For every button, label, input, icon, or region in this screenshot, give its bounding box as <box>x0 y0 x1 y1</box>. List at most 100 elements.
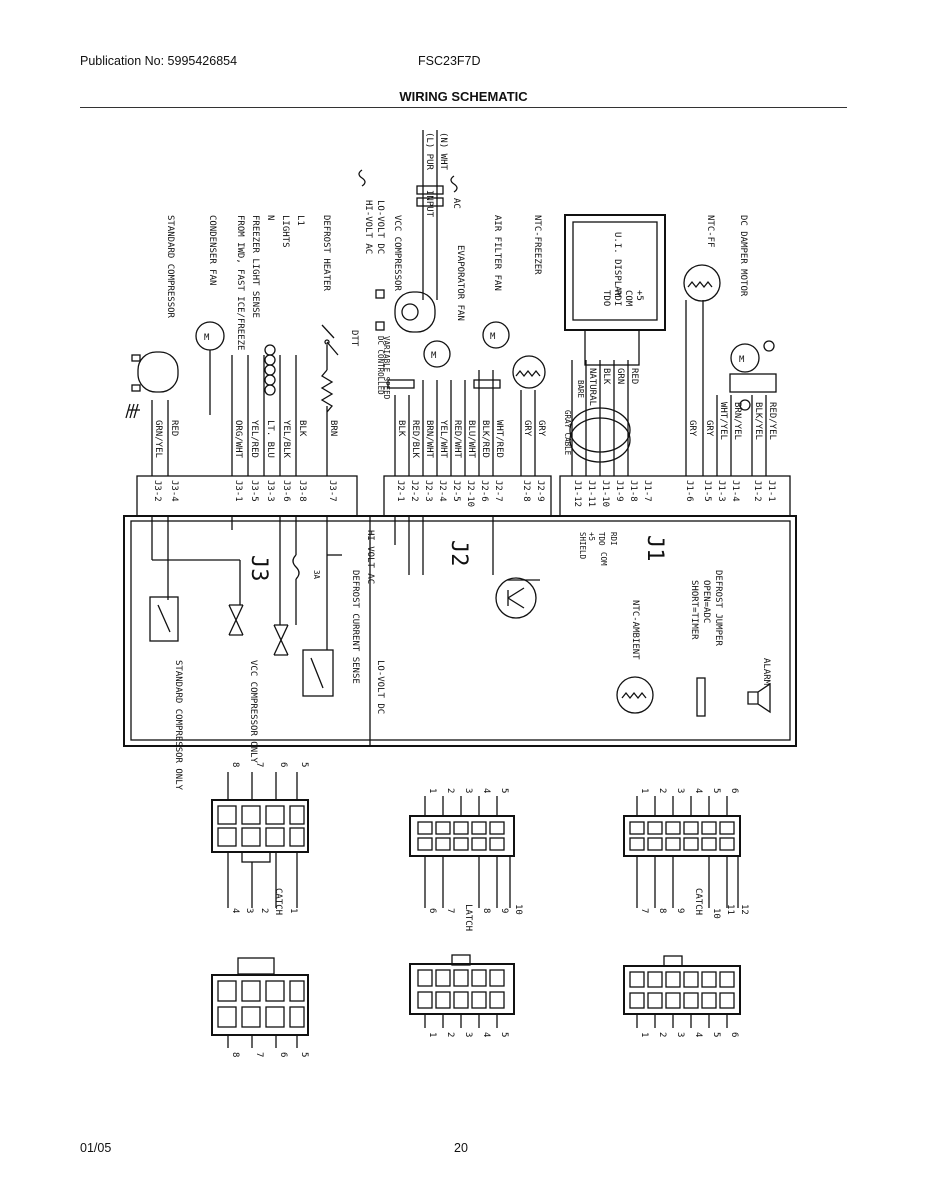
wire-label: BLK <box>396 420 406 437</box>
lights-label: LIGHTS <box>280 215 290 248</box>
svg-text:TDO: TDO <box>597 532 606 546</box>
svg-text:5: 5 <box>499 788 509 793</box>
svg-text:12: 12 <box>739 904 749 915</box>
svg-text:6: 6 <box>427 908 437 913</box>
ui-display-box: U.I. DISPLAY TDO RDI COM +5 <box>564 214 666 463</box>
lo-volt-dc-label: LO-VOLT DC <box>375 200 385 254</box>
svg-text:7: 7 <box>254 1052 264 1057</box>
latch-label: LATCH <box>463 904 473 931</box>
evaporator-fan-label: EVAPORATOR FAN <box>455 245 465 321</box>
j2-pin: J2-8 <box>521 480 531 502</box>
short-timer-label: SHORT=TIMER <box>689 580 699 640</box>
svg-text:RDI: RDI <box>612 290 622 306</box>
wire-label: WHT/YEL <box>718 402 728 440</box>
ntc-freezer-thermistor-icon <box>512 355 546 389</box>
svg-text:7: 7 <box>639 908 649 913</box>
footer-date: 01/05 <box>80 1141 112 1155</box>
connector-10pin: 1 2 3 4 5 6 7 8 9 10 LATCH 1 2 3 4 5 <box>409 788 523 1037</box>
svg-text:6: 6 <box>278 1052 288 1057</box>
wire-label: GRY <box>687 420 697 437</box>
j2-pin: J2-5 <box>451 480 461 502</box>
svg-text:5: 5 <box>499 1032 509 1037</box>
svg-text:4: 4 <box>481 788 491 793</box>
j1-pin: J1-1 <box>766 480 776 502</box>
gray-cable-label: GRAY CABLE <box>563 410 572 456</box>
j1-pin: J1-12 <box>572 480 582 507</box>
svg-text:6: 6 <box>729 1032 739 1037</box>
wire-label: YEL/BLK <box>281 420 291 459</box>
ui-display-label: U.I. DISPLAY <box>612 232 622 298</box>
board-circuit-lines <box>151 516 540 650</box>
air-filter-fan-motor-icon: M <box>473 321 510 389</box>
svg-text:5: 5 <box>711 788 721 793</box>
defrost-heater-label: DEFROST HEATER <box>321 215 331 291</box>
j2-pin: J2-7 <box>493 480 503 502</box>
board-hi-volt-label: HI-VOLT AC <box>365 530 375 584</box>
standard-compressor-label: STANDARD COMPRESSOR <box>165 215 175 319</box>
motor-letter: M <box>490 332 496 342</box>
wire-label: BLK <box>601 368 611 385</box>
control-board-inner <box>130 520 791 741</box>
standard-compressor-only-label: STANDARD COMPRESSOR ONLY <box>173 660 183 791</box>
j3-terminal-strip <box>136 475 358 517</box>
condenser-fan-label: CONDENSER FAN <box>207 215 217 285</box>
svg-text:4: 4 <box>230 908 240 913</box>
alarm-label: ALARM <box>761 658 771 686</box>
svg-text:2: 2 <box>445 1032 455 1037</box>
svg-text:4: 4 <box>481 1032 491 1037</box>
motor-letter: M <box>431 351 437 361</box>
svg-text:5: 5 <box>299 762 309 767</box>
svg-text:3: 3 <box>463 1032 473 1037</box>
j2-wire-labels: BLK RED/BLK BRN/WHT YEL/WHT RED/WHT BLU/… <box>396 420 546 459</box>
vcc-compressor-symbol <box>375 289 436 389</box>
motor-letter: M <box>204 333 210 343</box>
wire-label: BRN/YEL <box>732 402 742 440</box>
j1-label: J1 <box>642 535 667 562</box>
wire-label: LT. BLU <box>265 420 275 458</box>
ac-label: AC <box>451 198 461 209</box>
wire-label: RED/BLK <box>410 420 420 459</box>
svg-text:8: 8 <box>230 762 240 767</box>
power-input: (N) WHT (L) PUR INPUT AC <box>358 130 461 300</box>
freezer-light-sense-label: FREEZER LIGHT SENSE <box>250 215 260 318</box>
j2-pin: J2-4 <box>437 480 447 502</box>
svg-text:9: 9 <box>675 908 685 913</box>
svg-text:3: 3 <box>463 788 473 793</box>
defrost-current-sense-label: DEFROST CURRENT SENSE <box>350 570 360 684</box>
l1-label: L1 <box>295 215 305 226</box>
svg-text:1: 1 <box>639 788 649 793</box>
j3-pin: J3-8 <box>297 480 307 502</box>
j2-pin: J2-6 <box>479 480 489 502</box>
j1-pin: J1-10 <box>600 480 610 507</box>
j1-pin: J1-6 <box>684 480 694 502</box>
j2-wires <box>394 370 536 476</box>
board-relays <box>149 577 771 717</box>
svg-text:1: 1 <box>427 788 437 793</box>
j3-pin: J3-2 <box>152 480 162 502</box>
svg-text:8: 8 <box>657 908 667 913</box>
wire-label: GRY <box>536 420 546 437</box>
fuse-label: 3A <box>312 570 321 580</box>
svg-text:10: 10 <box>513 904 523 915</box>
svg-text:COM: COM <box>599 552 608 566</box>
wire-label: NATURAL <box>587 368 597 406</box>
wire-label: ORG/WHT <box>233 420 243 459</box>
catch-label: CATCH <box>273 888 283 915</box>
svg-text:RDI: RDI <box>609 532 618 546</box>
svg-text:5: 5 <box>711 1032 721 1037</box>
svg-text:COM: COM <box>623 290 633 307</box>
wire-label: GRN/YEL <box>153 420 163 458</box>
from-iwd-label: FROM IWD, FAST ICE/FREEZE <box>235 215 245 350</box>
j1-pin: J1-11 <box>586 480 596 507</box>
j2-pin: J2-10 <box>465 480 475 507</box>
ntc-ambient-label: NTC-AMBIENT <box>630 600 640 660</box>
wire-label: BLK/YEL <box>753 402 763 440</box>
j3-wires <box>151 355 328 476</box>
input-label: INPUT <box>424 190 434 218</box>
svg-text:2: 2 <box>445 788 455 793</box>
connector-8pin: 8 7 6 5 4 3 2 1 CATCH 5 6 7 8 <box>211 762 309 1057</box>
open-adc-label: OPEN=ADC <box>701 580 711 623</box>
svg-text:4: 4 <box>693 1032 703 1037</box>
svg-text:3: 3 <box>675 788 685 793</box>
wire-label: GRN <box>615 368 625 384</box>
